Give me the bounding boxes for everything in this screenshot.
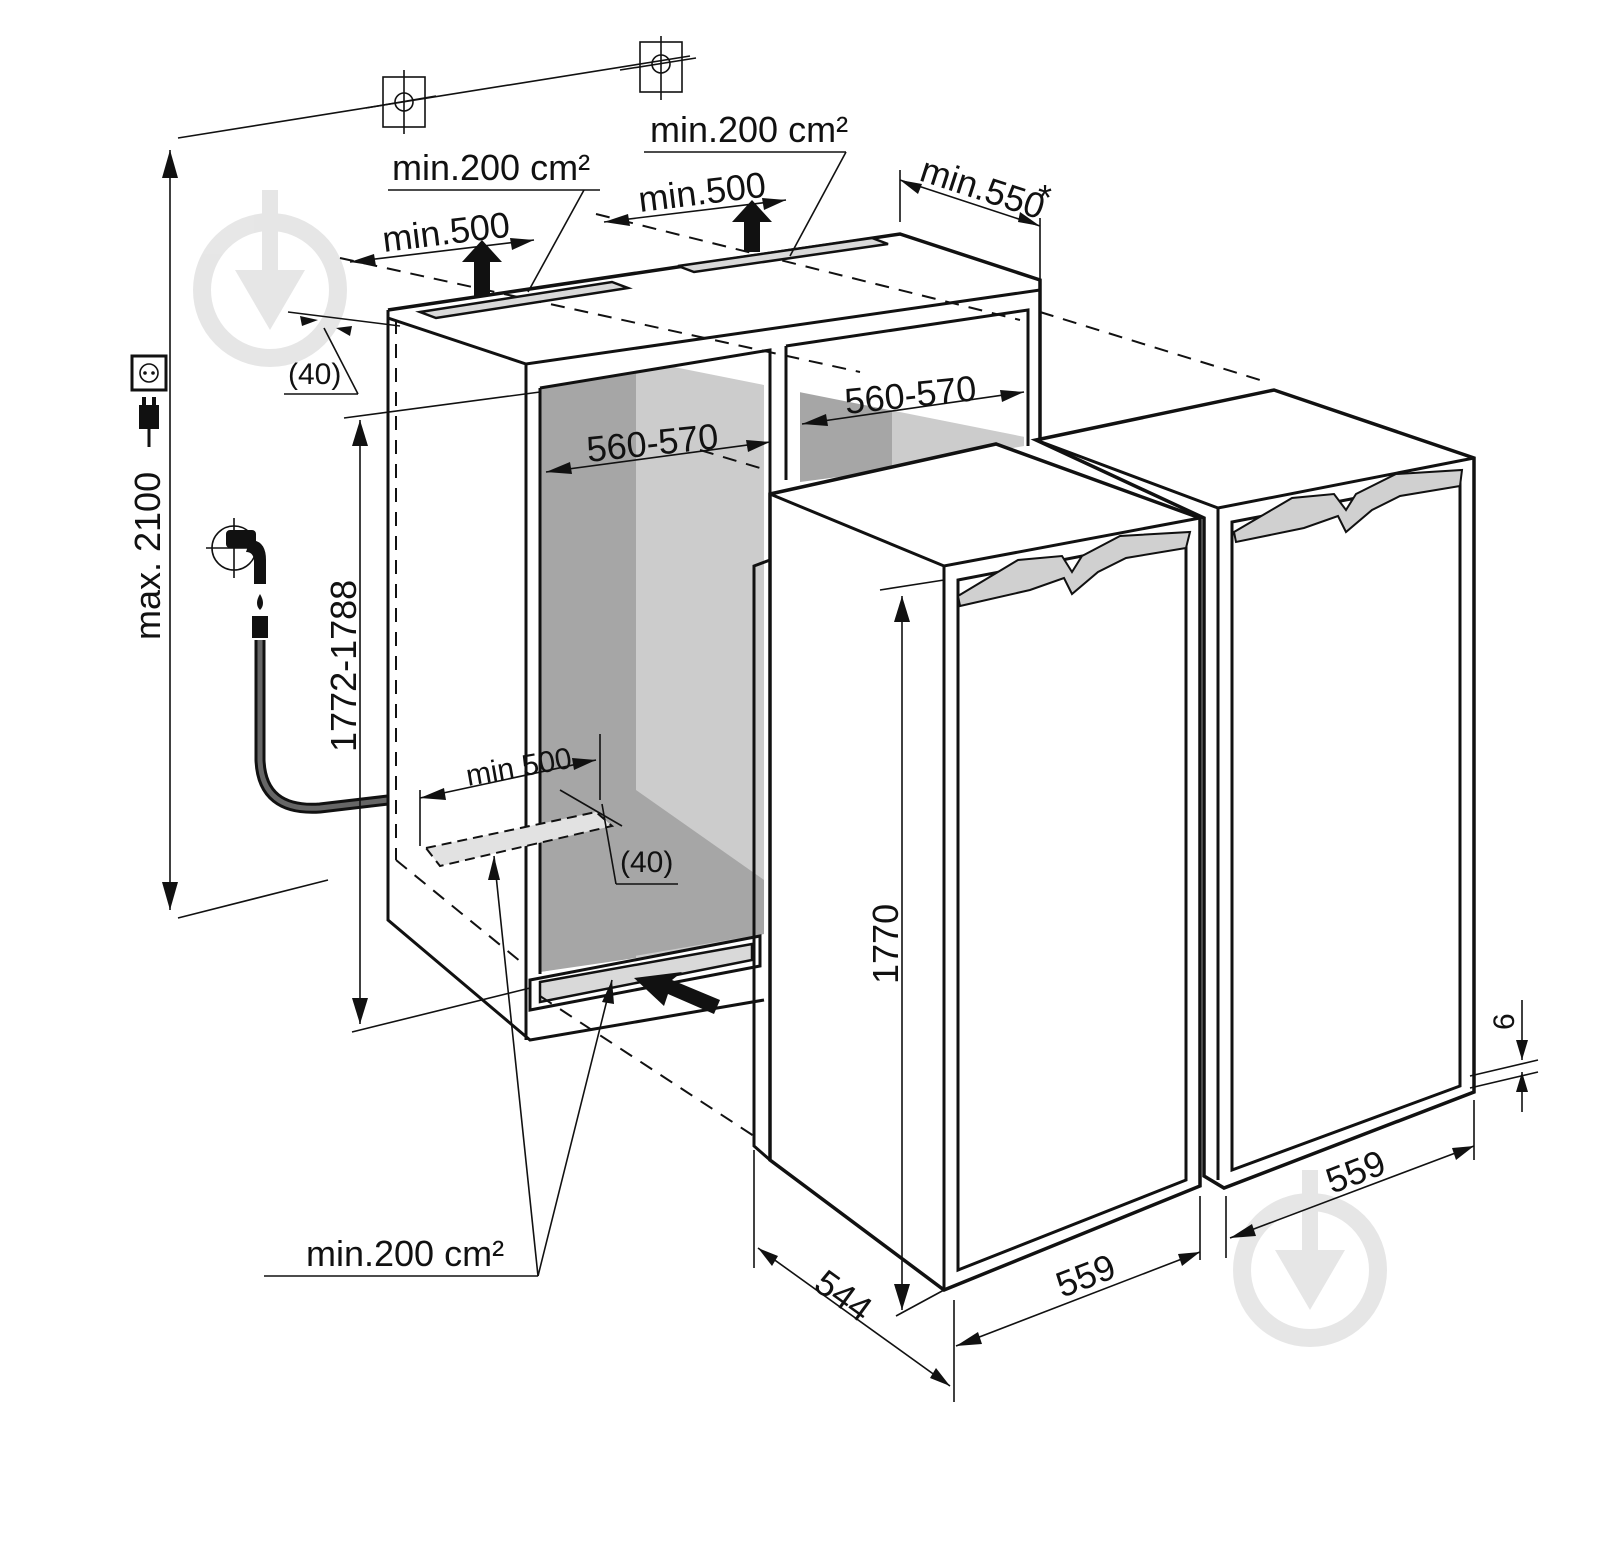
appliance-left-hinge-panel <box>956 530 1192 608</box>
ceiling-reference <box>177 36 697 139</box>
crosshair-marker-icon <box>619 36 697 100</box>
vent-top-right-depth-dimension: min.500 <box>603 164 787 226</box>
bottom-gap-label: (40) <box>620 846 673 879</box>
top-gap-label: (40) <box>288 358 341 391</box>
power-socket-icon <box>130 354 168 392</box>
niche-height-dimension: 1772-1788 <box>323 391 541 1033</box>
appliance-depth-label: 544 <box>807 1261 880 1329</box>
appliance-left <box>752 442 1202 1292</box>
top-vent-left <box>415 240 633 320</box>
vent-top-left-depth-dimension: min.500 <box>349 204 535 266</box>
door-gap-label: 6 <box>1488 1013 1521 1030</box>
watermark-logo-icon <box>1233 1170 1387 1347</box>
door-gap-dimension: 6 <box>1469 1000 1539 1112</box>
side-depth-label: min.550 <box>916 149 1050 228</box>
airflow-arrow-icon <box>634 972 720 1014</box>
power-plug-icon <box>139 397 159 447</box>
vent-top-left-area-label: min.200 cm² <box>392 147 590 188</box>
appliance-height-dimension: 1770 <box>865 579 945 1317</box>
top-gap-dimension: (40) <box>284 311 401 395</box>
appliance-width-left-label: 559 <box>1050 1246 1121 1306</box>
appliance-height-label: 1770 <box>865 904 906 984</box>
max-height-label: max. 2100 <box>127 472 168 640</box>
bottom-vent-area-callout: min.200 cm² <box>264 855 614 1277</box>
crosshair-marker-icon <box>365 70 437 134</box>
top-vent-right <box>677 200 889 274</box>
appliance-right <box>1030 388 1476 1190</box>
watermark-logo-icon <box>193 190 347 367</box>
water-tap-icon <box>206 518 268 638</box>
appliance-right-hinge-panel <box>1232 468 1464 544</box>
max-height-dimension: max. 2100 <box>127 150 329 919</box>
bottom-vent: min 500 (40) <box>419 734 678 885</box>
appliance-width-right-label: 559 <box>1320 1142 1391 1202</box>
side-depth-note: * <box>1038 177 1052 218</box>
niche-height-label: 1772-1788 <box>323 580 364 752</box>
vent-top-right-area-label: min.200 cm² <box>650 109 848 150</box>
bottom-vent-area-label: min.200 cm² <box>306 1233 504 1274</box>
